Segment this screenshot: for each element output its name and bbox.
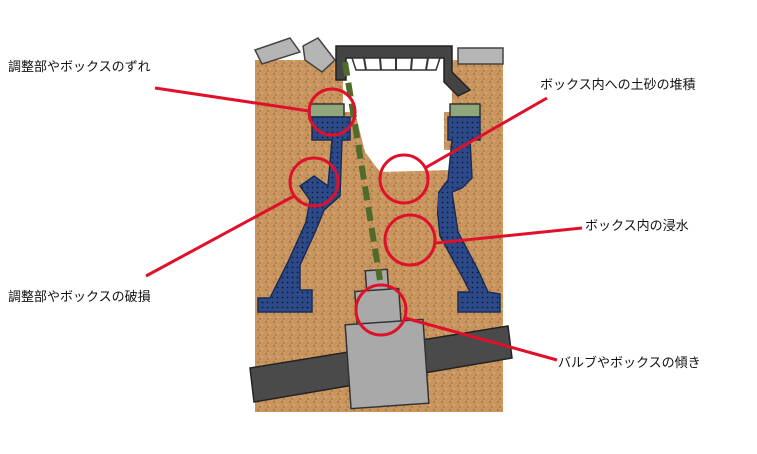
leader-displacement bbox=[154, 86, 310, 113]
adjustment-pad-right bbox=[449, 103, 481, 118]
leader-tilt bbox=[404, 316, 558, 362]
box-wall-left bbox=[257, 116, 351, 313]
label-tilt: バルブやボックスの傾き bbox=[558, 356, 701, 371]
pavement-right bbox=[457, 47, 504, 65]
marker-damage bbox=[288, 156, 340, 208]
pavement-left-2 bbox=[302, 37, 337, 73]
adjustment-pad-left bbox=[309, 103, 345, 118]
label-damage: 調整部やボックスの破損 bbox=[8, 290, 151, 305]
label-sediment: ボックス内への土砂の堆積 bbox=[540, 78, 696, 93]
leader-sediment bbox=[424, 96, 548, 170]
box-interior bbox=[343, 60, 452, 172]
box-wall-right bbox=[435, 116, 501, 313]
leader-flooding bbox=[435, 226, 583, 245]
leader-damage bbox=[145, 194, 295, 278]
valve-body bbox=[344, 318, 430, 410]
marker-sediment bbox=[378, 153, 430, 205]
label-flooding: ボックス内の浸水 bbox=[585, 219, 689, 234]
tilt-axis bbox=[342, 61, 383, 281]
marker-displacement bbox=[307, 87, 357, 137]
label-displacement: 調整部やボックスのずれ bbox=[8, 60, 151, 75]
marker-tilt bbox=[354, 283, 408, 337]
marker-flooding bbox=[383, 213, 437, 267]
pavement-left-1 bbox=[253, 37, 302, 65]
lid-frame bbox=[335, 45, 472, 97]
